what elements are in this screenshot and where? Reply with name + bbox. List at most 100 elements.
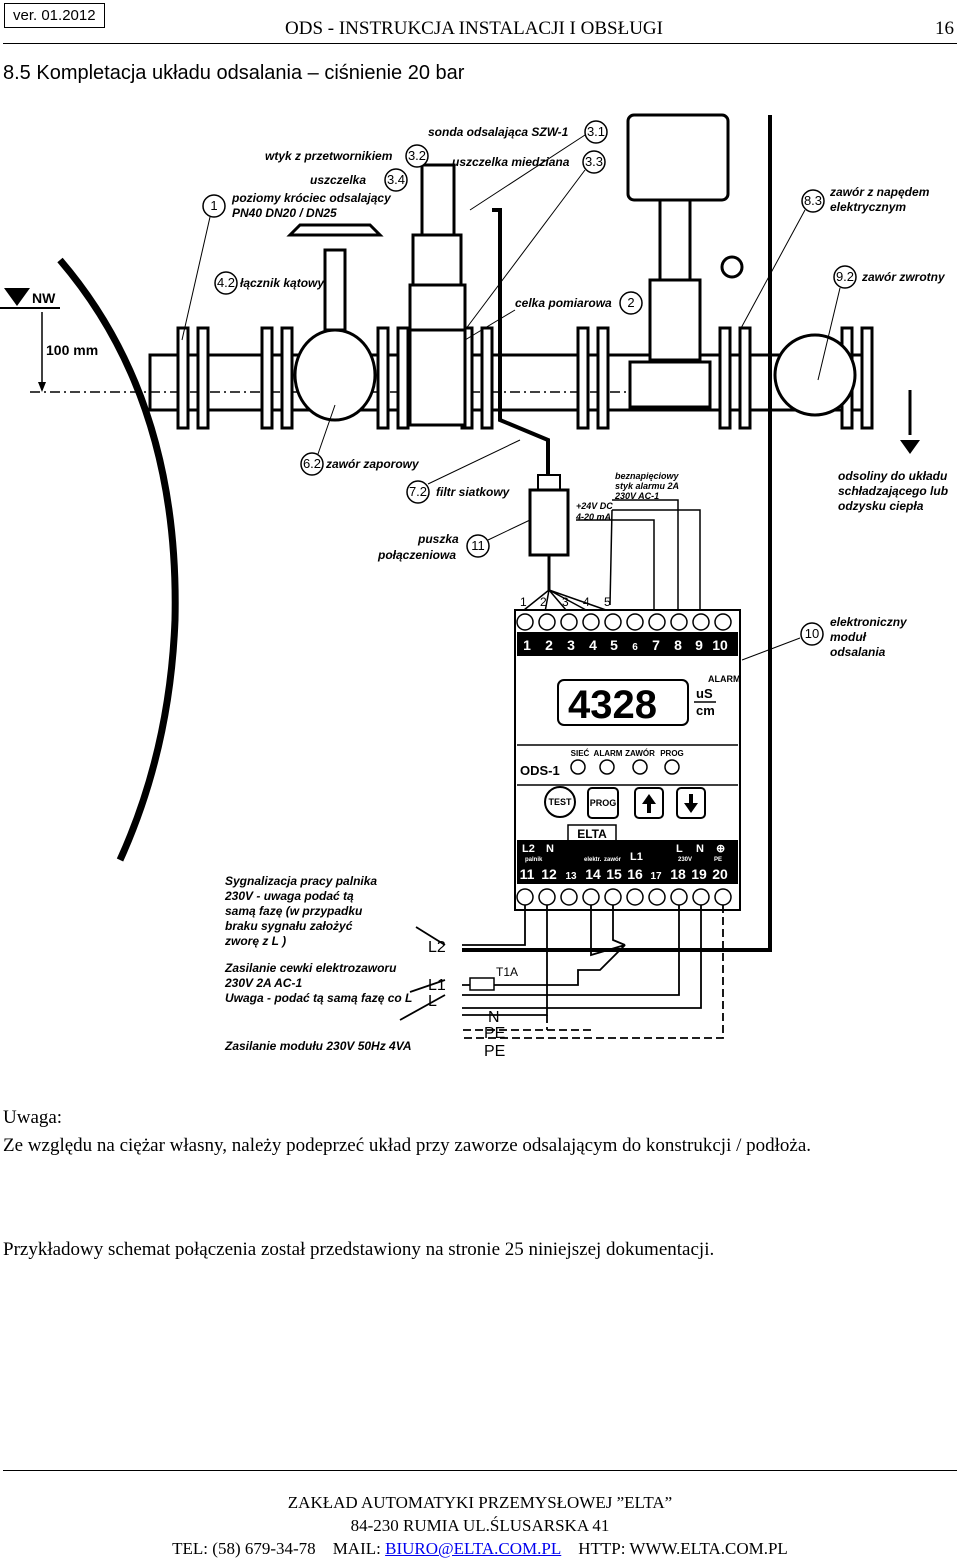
callout-filter: filtr siatkowy <box>436 485 511 499</box>
footer-address: 84-230 RUMIA UL.ŚLUSARSKA 41 <box>350 1516 610 1535</box>
nw-label: NW <box>32 290 56 306</box>
svg-text:elektr.: elektr. <box>584 857 602 863</box>
prog-button-label: PROG <box>590 798 617 808</box>
svg-text:Sygnalizacja pracy palnika: Sygnalizacja pracy palnika <box>225 874 377 888</box>
document-title: ODS - INSTRUKCJA INSTALACJI I OBSŁUGI <box>285 18 663 39</box>
callout-stub-1: poziomy króciec odsalający <box>231 191 392 205</box>
callout-module-1: elektroniczny <box>830 615 908 629</box>
led-valve <box>632 759 648 775</box>
callout-el-valve-1: zawór z napędem <box>829 185 930 199</box>
section-title: 8.5 Kompletacja układu odsalania – ciśni… <box>3 62 465 84</box>
svg-text:14: 14 <box>585 866 601 882</box>
top-terminal-numbers: 1 2 3 4 5 6 7 8 9 10 <box>523 637 728 653</box>
svg-text:PE: PE <box>484 1043 505 1060</box>
callout-out-2: schładzającego lub <box>838 484 948 498</box>
svg-text:10: 10 <box>805 626 819 641</box>
svg-text:samą fazę (w przypadku: samą fazę (w przypadku <box>225 904 363 918</box>
callout-shutoff: zawór zaporowy <box>325 457 420 471</box>
svg-text:3.3: 3.3 <box>585 154 603 169</box>
svg-text:zworę z L ): zworę z L ) <box>224 934 286 948</box>
svg-text:PROG: PROG <box>660 749 684 758</box>
svg-text:SIEĆ: SIEĆ <box>571 749 590 758</box>
svg-text:11: 11 <box>520 866 535 882</box>
water-level-marker: NW 100 mm <box>0 288 640 393</box>
svg-text:10: 10 <box>712 637 728 653</box>
callout-cell: celka pomiarowa <box>515 296 612 310</box>
callout-module-2: moduł <box>830 630 867 644</box>
electric-valve <box>626 113 744 409</box>
svg-text:L: L <box>676 843 683 855</box>
svg-text:PE: PE <box>714 857 722 863</box>
line-labels: L2 L1 L N PE PE <box>428 939 505 1060</box>
svg-text:230V - uwaga podać tą: 230V - uwaga podać tą <box>224 889 354 903</box>
footer-divider <box>3 1470 957 1471</box>
svg-text:8: 8 <box>674 637 682 653</box>
svg-text:1: 1 <box>520 595 527 609</box>
svg-text:PE: PE <box>484 1025 505 1042</box>
svg-text:L2: L2 <box>522 843 535 855</box>
footer-mail-link[interactable]: BIURO@ELTA.COM.PL <box>385 1539 562 1558</box>
footer-tel: TEL: (58) 679-34-78 <box>172 1539 316 1558</box>
boiler-wall <box>57 257 179 862</box>
svg-text:18: 18 <box>670 866 686 882</box>
alarm-contact-2: styk alarmu 2A <box>615 481 679 491</box>
svg-text:6.2: 6.2 <box>303 456 321 471</box>
svg-text:3: 3 <box>567 637 575 653</box>
svg-text:4: 4 <box>589 637 597 653</box>
svg-text:11: 11 <box>471 538 485 553</box>
svg-text:2: 2 <box>545 637 553 653</box>
fuse <box>469 977 495 991</box>
callout-plug: wtyk z przetwornikiem <box>265 149 393 163</box>
supply-24v: +24V DC <box>576 501 613 511</box>
svg-text:Zasilanie cewki elektrozaworu: Zasilanie cewki elektrozaworu <box>224 961 397 975</box>
svg-text:19: 19 <box>691 866 707 882</box>
svg-text:230V: 230V <box>678 857 692 863</box>
installation-diagram: NW 100 mm <box>0 100 958 1060</box>
warning-title: Uwaga: <box>3 1107 63 1128</box>
svg-text:2: 2 <box>540 595 547 609</box>
module-buttons: TEST PROG <box>544 786 706 819</box>
svg-text:L: L <box>428 993 437 1010</box>
svg-text:braku sygnału założyć: braku sygnału założyć <box>225 919 353 933</box>
svg-text:zawór: zawór <box>604 857 622 863</box>
example-note: Przykładowy schemat połączenia został pr… <box>3 1239 715 1260</box>
wiring-notes: Sygnalizacja pracy palnika 230V - uwaga … <box>224 874 412 1053</box>
check-valve <box>773 333 857 417</box>
svg-text:15: 15 <box>606 866 622 882</box>
callout-probe: sonda odsalająca SZW-1 <box>428 125 569 139</box>
unit-bottom: cm <box>696 703 715 718</box>
measurement-cell <box>408 328 467 427</box>
top-terminal-screws <box>516 613 732 631</box>
svg-text:3.2: 3.2 <box>408 148 426 163</box>
svg-text:12: 12 <box>541 866 557 882</box>
svg-text:3: 3 <box>562 595 569 609</box>
led-prog <box>664 759 680 775</box>
svg-text:230V 2A AC-1: 230V 2A AC-1 <box>224 976 302 990</box>
svg-text:16: 16 <box>627 866 643 882</box>
callouts: sonda odsalająca SZW-1 3.1 wtyk z przetw… <box>181 120 948 661</box>
svg-text:L1: L1 <box>428 977 446 994</box>
svg-text:1: 1 <box>523 637 531 653</box>
svg-text:L1: L1 <box>630 851 643 863</box>
footer-mail-label: MAIL: <box>332 1539 381 1558</box>
fuse-label: T1A <box>496 965 518 979</box>
module-name: ODS-1 <box>520 763 560 778</box>
callout-copper-seal: uszczelka miedziana <box>452 155 570 169</box>
bottom-terminal-screws <box>516 888 732 906</box>
svg-text:6: 6 <box>632 642 638 653</box>
bottom-terminal-numbers: 11 12 13 14 15 16 17 18 19 20 <box>520 866 728 882</box>
footer-company: ZAKŁAD AUTOMATYKI PRZEMYSŁOWEJ ”ELTA” <box>287 1493 673 1512</box>
current-loop: 4-20 mA <box>575 512 611 522</box>
version-badge: ver. 01.2012 <box>4 3 105 28</box>
svg-text:⊕: ⊕ <box>716 843 725 855</box>
bottom-small-labels: palnik elektr. zawór 230V PE <box>525 857 722 863</box>
svg-text:1: 1 <box>210 198 217 213</box>
callout-module-3: odsalania <box>830 645 886 659</box>
svg-text:palnik: palnik <box>525 857 543 863</box>
svg-text:ALARM: ALARM <box>594 749 623 758</box>
display-value: 4328 <box>568 683 657 727</box>
ods-module: 1 2 3 4 5 6 7 8 9 10 ALARM 4328 uS cm SI… <box>514 609 741 911</box>
svg-text:3.1: 3.1 <box>587 124 605 139</box>
svg-text:3.4: 3.4 <box>387 172 405 187</box>
header-divider <box>3 43 957 44</box>
